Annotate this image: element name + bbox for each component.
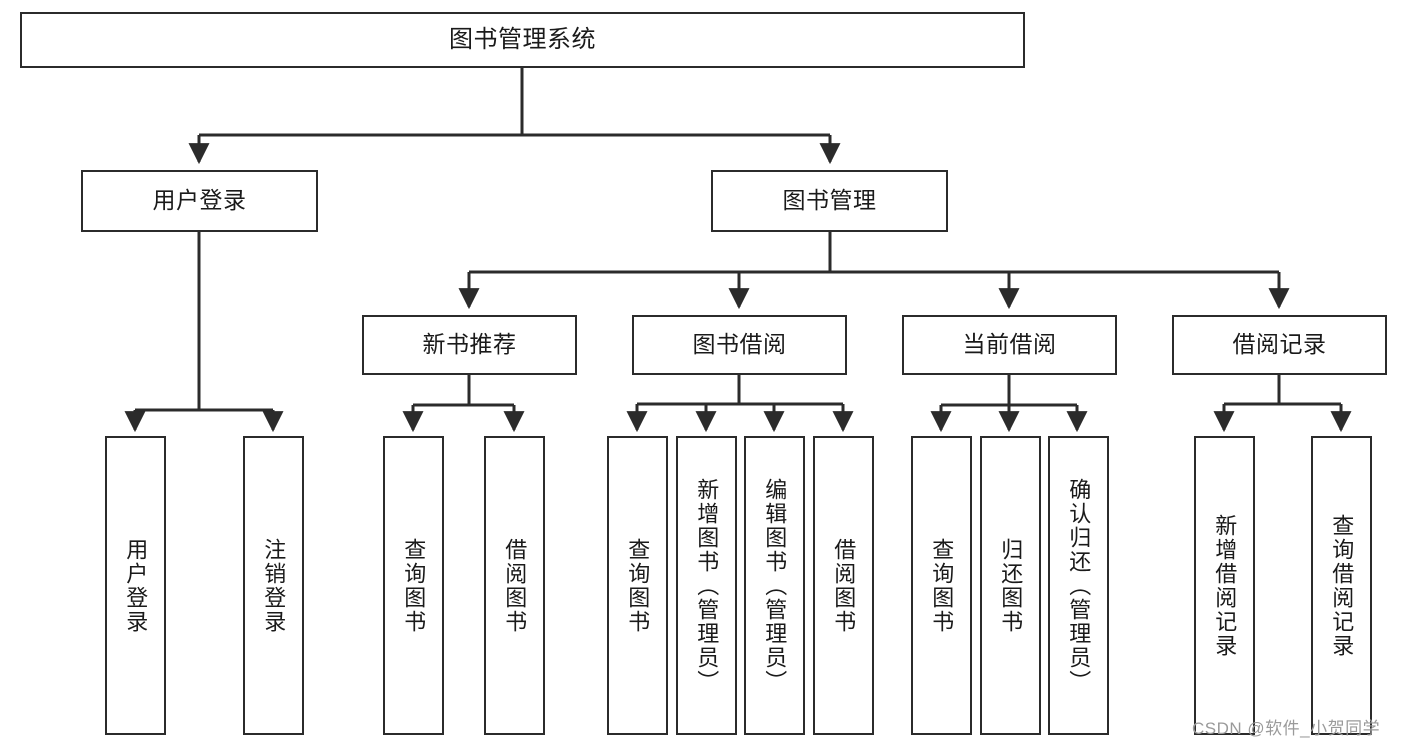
node-root-book-management-system[interactable]: 图书管理系统 [20, 12, 1025, 68]
node-label: 图书借阅 [692, 331, 787, 358]
node-label: 借阅图书 [831, 537, 857, 634]
node-current-borrow[interactable]: 当前借阅 [902, 315, 1117, 375]
node-label: 借阅记录 [1232, 331, 1327, 358]
node-book-management[interactable]: 图书管理 [711, 170, 948, 232]
node-label: 用户登录 [123, 537, 149, 634]
node-new-book-recommend[interactable]: 新书推荐 [362, 315, 577, 375]
node-label: 编辑图书（管理员） [762, 477, 788, 694]
leaf-recommend-query-book[interactable]: 查询图书 [383, 436, 444, 735]
node-label: 确认归还（管理员） [1066, 477, 1092, 694]
node-label: 归还图书 [998, 537, 1024, 634]
leaf-recommend-borrow-book[interactable]: 借阅图书 [484, 436, 545, 735]
node-label: 图书管理系统 [449, 25, 596, 53]
node-label: 查询图书 [929, 537, 955, 634]
leaf-borrow-query-book[interactable]: 查询图书 [607, 436, 668, 735]
node-label: 图书管理 [782, 187, 877, 214]
leaf-borrow-borrow-book[interactable]: 借阅图书 [813, 436, 874, 735]
leaf-borrow-edit-book-admin[interactable]: 编辑图书（管理员） [744, 436, 805, 735]
node-label: 查询借阅记录 [1329, 513, 1355, 658]
leaf-current-confirm-return-admin[interactable]: 确认归还（管理员） [1048, 436, 1109, 735]
node-label: 用户登录 [152, 187, 247, 214]
node-label: 新书推荐 [422, 331, 517, 358]
watermark: CSDN @软件_小贺同学 [1192, 719, 1381, 738]
node-user-login[interactable]: 用户登录 [81, 170, 318, 232]
leaf-record-add-borrow-record[interactable]: 新增借阅记录 [1194, 436, 1255, 735]
leaf-current-return-book[interactable]: 归还图书 [980, 436, 1041, 735]
leaf-current-query-book[interactable]: 查询图书 [911, 436, 972, 735]
node-label: 新增图书（管理员） [694, 477, 720, 694]
leaf-user-login[interactable]: 用户登录 [105, 436, 166, 735]
node-book-borrow[interactable]: 图书借阅 [632, 315, 847, 375]
leaf-logout[interactable]: 注销登录 [243, 436, 304, 735]
node-label: 新增借阅记录 [1212, 513, 1238, 658]
node-label: 当前借阅 [962, 331, 1057, 358]
node-borrow-record[interactable]: 借阅记录 [1172, 315, 1387, 375]
leaf-borrow-add-book-admin[interactable]: 新增图书（管理员） [676, 436, 737, 735]
node-label: 查询图书 [625, 537, 651, 634]
leaf-record-query-borrow-record[interactable]: 查询借阅记录 [1311, 436, 1372, 735]
node-label: 借阅图书 [502, 537, 528, 634]
node-label: 注销登录 [261, 537, 287, 634]
node-label: 查询图书 [401, 537, 427, 634]
